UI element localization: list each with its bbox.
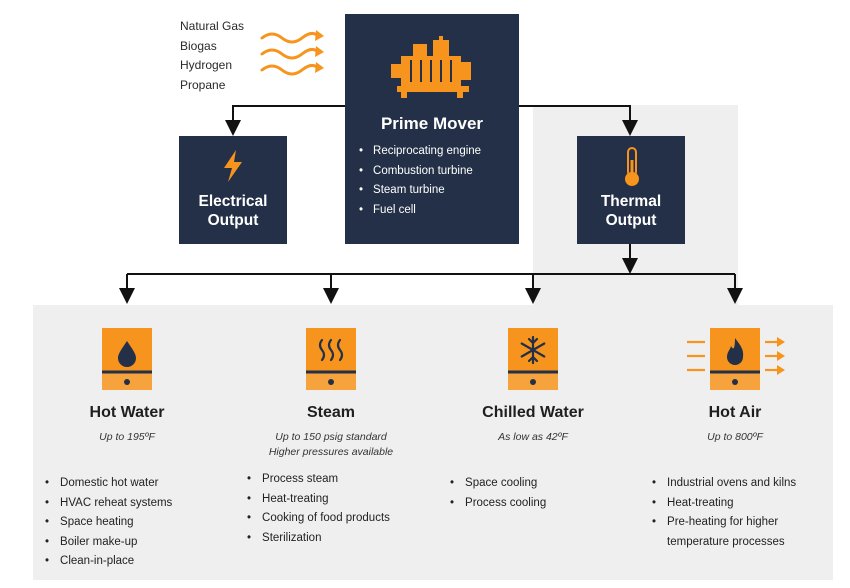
list-item: Domestic hot water (45, 474, 172, 494)
output-title: Hot Air (708, 404, 762, 421)
subtitle-line: As low as 42ºF (498, 431, 568, 443)
list-item: Clean-in-place (45, 552, 172, 572)
list-item: Combustion turbine (359, 162, 481, 182)
hot-water-list: Domestic hot water HVAC reheat systems S… (45, 474, 172, 572)
fuel-item: Natural Gas (180, 19, 245, 33)
arrow-to-electrical (225, 105, 345, 136)
output-title: Hot Water (89, 404, 165, 421)
fuel-item: Biogas (180, 38, 217, 53)
electrical-output-title: Electrical Output (179, 192, 287, 230)
list-item: Space heating (45, 513, 172, 533)
steam-list: Process steam Heat-treating Cooking of f… (247, 470, 390, 548)
hot-air-list: Industrial ovens and kilns Heat-treating… (652, 474, 796, 552)
prime-mover-title: Prime Mover (380, 114, 484, 133)
prime-mover-list: Reciprocating engine Combustion turbine … (359, 142, 481, 220)
list-item: HVAC reheat systems (45, 494, 172, 514)
list-item: Process cooling (450, 494, 546, 514)
list-item: Reciprocating engine (359, 142, 481, 162)
list-item: temperature processes (667, 535, 785, 548)
output-subtitle: Up to 195ºF (27, 430, 227, 445)
title-line: Output (207, 212, 259, 229)
list-item: Heat-treating (652, 494, 796, 514)
output-subtitle: Up to 800ºF (635, 430, 835, 445)
flame-icon (687, 328, 785, 390)
list-item: Process steam (247, 470, 390, 490)
list-item: Fuel cell (359, 201, 481, 221)
lightning-icon (224, 150, 242, 182)
title-line: Output (605, 212, 657, 229)
subtitle-line: Up to 195ºF (99, 431, 155, 443)
thermometer-icon (625, 147, 639, 186)
fuel-item: Hydrogen (180, 58, 233, 72)
subtitle-line: Higher pressures available (268, 446, 394, 458)
list-item: Boiler make-up (45, 533, 172, 553)
output-title: Steam (306, 404, 356, 421)
engine-icon (391, 36, 471, 98)
output-subtitle: Up to 150 psig standard Higher pressures… (231, 430, 431, 460)
list-item: Industrial ovens and kilns (652, 474, 796, 494)
list-item: Sterilization (247, 529, 390, 549)
list-item: Heat-treating (247, 490, 390, 510)
list-item: Cooking of food products (247, 509, 390, 529)
wavy-arrows-icon (260, 30, 324, 76)
list-item: Pre-heating for higher (652, 513, 796, 533)
prime-mover-box: Prime Mover Reciprocating engine Combust… (345, 14, 519, 244)
chilled-water-list: Space cooling Process cooling (450, 474, 546, 513)
list-item: Space cooling (450, 474, 546, 494)
arrow-to-thermal (519, 105, 638, 136)
thermal-output-box: Thermal Output (577, 136, 685, 244)
title-line: Thermal (600, 193, 662, 210)
fuel-item: Propane (180, 77, 226, 92)
steam-icon (306, 328, 356, 390)
list-item: Steam turbine (359, 181, 481, 201)
electrical-output-box: Electrical Output (179, 136, 287, 244)
subtitle-line: Up to 800ºF (707, 431, 763, 443)
title-line: Electrical (198, 193, 268, 210)
snowflake-icon (508, 328, 558, 390)
water-drop-icon (102, 328, 152, 390)
fuel-list: Natural Gas Biogas Hydrogen Propane (180, 17, 244, 95)
subtitle-line: Up to 150 psig standard (275, 431, 387, 443)
output-title: Chilled Water (482, 404, 584, 421)
output-subtitle: As low as 42ºF (433, 430, 633, 445)
thermal-output-title: Thermal Output (577, 192, 685, 230)
